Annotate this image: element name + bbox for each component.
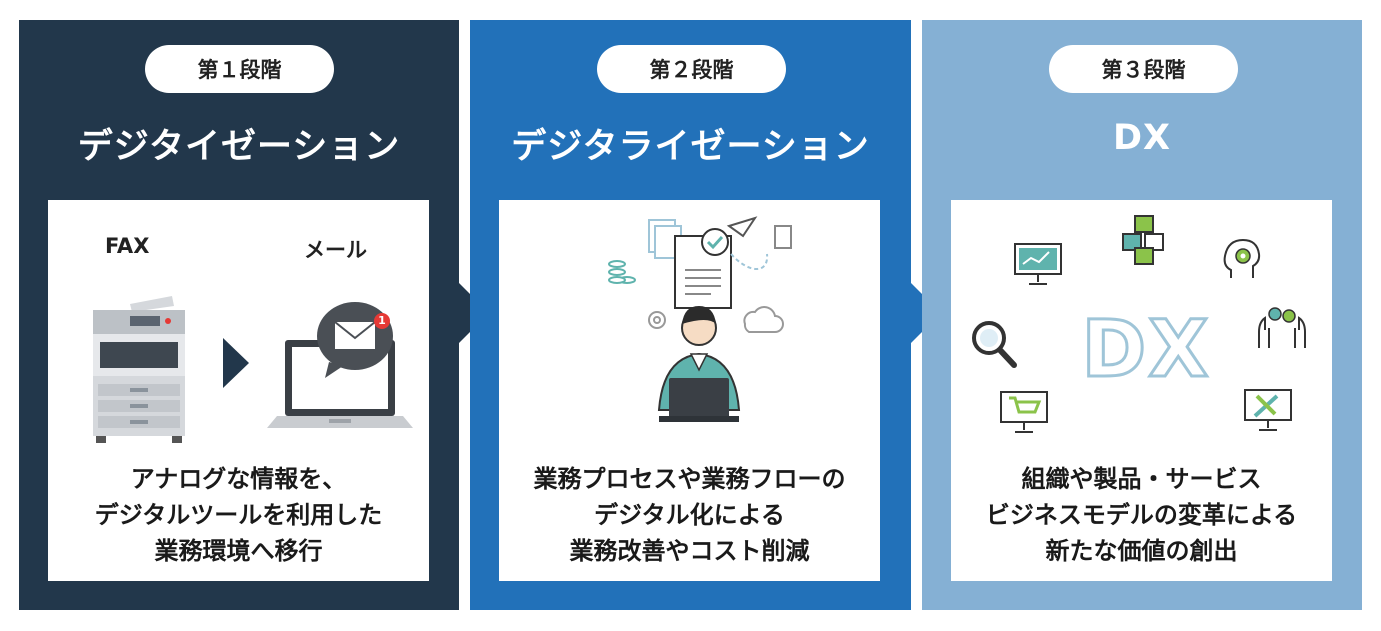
description-line: 業務環境へ移行: [154, 537, 323, 565]
description-line: ビジネスモデルの変革による: [985, 501, 1298, 529]
description-line: 業務改善やコスト削減: [569, 537, 810, 565]
description-line: アナログな情報を、: [130, 465, 347, 493]
stage-1-panel: 第１段階 デジタイゼーション FAX メール: [19, 20, 459, 610]
search-icon: [972, 321, 1017, 368]
stage-2-panel: 第２段階 デジタライゼーション: [470, 20, 911, 610]
stage-card: FAX メール: [48, 200, 429, 581]
analytics-monitor-icon: [1014, 243, 1062, 285]
description-line: 新たな価値の創出: [1045, 537, 1238, 565]
laptop-mail-icon: [267, 302, 413, 428]
stage-card: 業務プロセスや業務フローの デジタル化による 業務改善やコスト削減: [499, 200, 880, 581]
dx-logo-text: DX: [1080, 304, 1211, 397]
stage-title: DX: [1112, 118, 1172, 158]
arrow-right-icon: [223, 338, 249, 388]
stage-description: アナログな情報を、 デジタルツールを利用した 業務環境へ移行: [48, 461, 429, 569]
notification-badge: 1: [374, 313, 390, 329]
mail-label: メール: [304, 238, 367, 262]
stage-label: 第２段階: [597, 45, 786, 93]
description-line: デジタルツールを利用した: [94, 501, 383, 529]
teamwork-hands-icon: [1258, 307, 1306, 348]
digital-work-illustration-icon: [608, 216, 792, 422]
fax-label: FAX: [105, 234, 150, 258]
stage-title: デジタイゼーション: [77, 127, 401, 167]
fax-machine-icon: [93, 296, 185, 443]
stage-label: 第１段階: [145, 45, 334, 93]
stage-3-panel: 第３段階 DX: [922, 20, 1362, 610]
description-line: デジタル化による: [594, 501, 785, 529]
stage-description: 業務プロセスや業務フローの デジタル化による 業務改善やコスト削減: [499, 461, 880, 569]
stage-label: 第３段階: [1049, 45, 1238, 93]
thinking-head-icon: [1223, 238, 1261, 278]
description-line: 業務プロセスや業務フローの: [533, 465, 846, 493]
stage-card: DX 組織や製品・サービス ビジネスモデルの変革による 新たな価値の創出: [951, 200, 1332, 581]
description-line: 組織や製品・サービス: [1021, 465, 1262, 493]
stage-description: 組織や製品・サービス ビジネスモデルの変革による 新たな価値の創出: [951, 461, 1332, 569]
tools-monitor-icon: [1244, 389, 1292, 431]
ecommerce-monitor-icon: [1000, 391, 1048, 433]
blocks-icon: [1122, 215, 1164, 265]
stage-title: デジタライゼーション: [511, 127, 870, 167]
